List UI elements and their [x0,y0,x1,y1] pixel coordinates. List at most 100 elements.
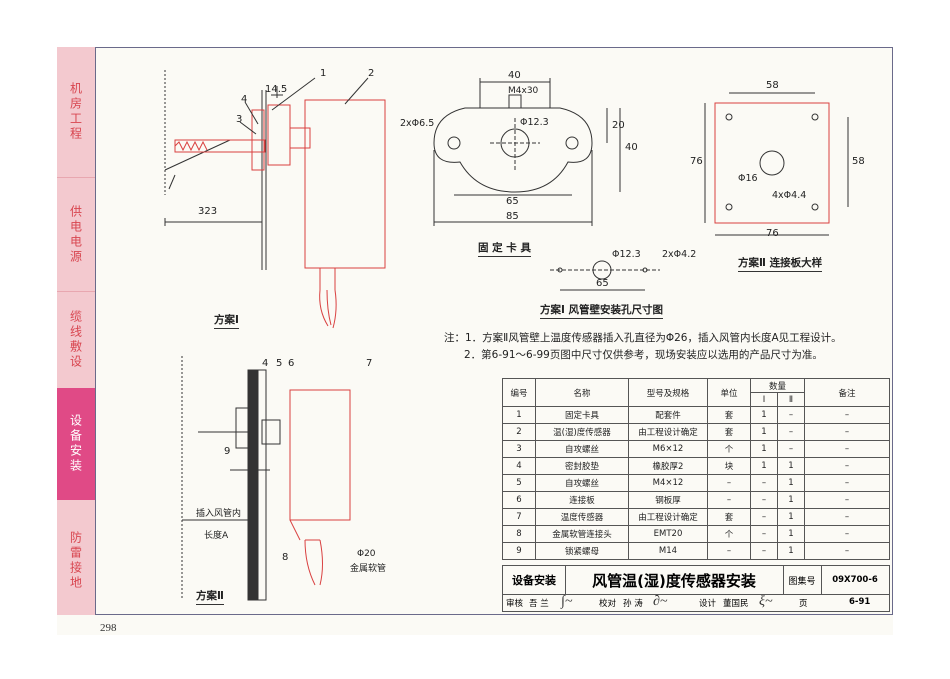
fixing-clamp-drawing [433,78,621,226]
cell-name: 连接板 [535,491,629,509]
cell-remark: – [804,423,890,441]
cell-remark: – [804,542,890,560]
header-remark: 备注 [804,378,890,407]
sidebar-item-cabling[interactable]: 缆线敷设 [57,292,95,387]
cell-model: 橡胶厚2 [628,457,708,475]
cell-q1: 1 [750,440,778,458]
design-label: 设计 [699,599,717,609]
cell-name: 温(湿)度传感器 [535,423,629,441]
cell-remark: – [804,440,890,458]
cell-unit: 个 [707,440,751,458]
page-label: 页 [799,599,808,609]
sidebar-item-equipment[interactable]: 设备安装 [57,388,95,500]
header-qty: 数量 [750,378,805,393]
dim-323: 323 [198,206,218,217]
cell-model: 由工程设计确定 [628,423,708,441]
cell-q1: – [750,542,778,560]
callout-s2-8: 8 [282,552,289,563]
insert-label-line1: 插入风管内 [196,509,242,519]
clamp-thread: M4x30 [508,86,539,96]
cell-q2: – [777,423,805,441]
scheme-2-caption: 方案Ⅱ [196,588,224,605]
hole-width: 65 [596,278,609,289]
section-sidebar: 机房工程 供电电源 缆线敷设 设备安装 防雷接地 [57,47,95,615]
cell-no: 3 [502,440,536,458]
callout-2: 2 [368,68,375,79]
cell-unit: 套 [707,423,751,441]
sidebar-item-machine-room[interactable]: 机房工程 [57,47,95,177]
cell-no: 8 [502,525,536,543]
signature-row: 审核 吾 兰 ∫~ 校对 孙 涛 ∂~ 设计 董国民 ξ~ 页 6-91 [502,594,890,612]
cell-q2: 1 [777,457,805,475]
sidebar-item-label: 防雷接地 [68,531,83,591]
title-block: 设备安装 风管温(湿)度传感器安装 图集号 09X700-6 审核 吾 兰 ∫~… [502,565,890,613]
callout-1: 1 [320,68,327,79]
callout-s2-5: 5 [276,358,283,369]
sidebar-item-label: 缆线敷设 [68,309,83,370]
clamp-dim-h2: 40 [625,142,638,153]
cell-q2: 1 [777,491,805,509]
cell-q1: – [750,474,778,492]
clamp-dim-top: 40 [508,70,521,81]
sidebar-divider [57,291,95,292]
conduit-dia: Φ20 [357,549,376,559]
clamp-holes: 2xΦ6.5 [400,118,435,129]
cell-unit: 个 [707,525,751,543]
header-q2: Ⅱ [777,392,805,407]
clamp-dim-h1: 20 [612,120,625,131]
clamp-center-dia: Φ12.3 [520,117,549,128]
scheme-1-caption: 方案Ⅰ [214,312,239,329]
sheet-page: 6-91 [849,597,871,607]
title-main: 风管温(湿)度传感器安装 [565,566,784,594]
checker-signature-icon: ∂~ [653,594,668,609]
callout-s2-9: 9 [224,446,231,457]
title-row: 设备安装 风管温(湿)度传感器安装 图集号 09X700-6 [502,565,890,595]
reviewer-signature-icon: ∫~ [561,594,573,609]
cell-model: M14 [628,542,708,560]
cell-model: M4×12 [628,474,708,492]
cell-model: 钢板厚 [628,491,708,509]
cell-name: 锁紧螺母 [535,542,629,560]
cell-remark: – [804,457,890,475]
cell-q2: – [777,406,805,424]
atlas-label: 图集号 [783,566,822,594]
cell-q2: 1 [777,542,805,560]
plate-dim-left: 76 [690,156,703,167]
drawing-frame [95,47,893,615]
cell-remark: – [804,491,890,509]
cell-remark: – [804,406,890,424]
cell-q1: 1 [750,406,778,424]
cell-no: 1 [502,406,536,424]
designer-name: 董国民 [723,599,749,609]
sidebar-item-power[interactable]: 供电电源 [57,178,95,291]
cell-no: 9 [502,542,536,560]
clamp-dim-w1: 65 [506,196,519,207]
title-section: 设备安装 [503,566,566,594]
dim-14-5: 14.5 [265,84,288,95]
cell-name: 自攻螺丝 [535,474,629,492]
header-model: 型号及规格 [628,378,708,407]
conduit-label: 金属软管 [350,564,387,574]
cell-name: 密封胶垫 [535,457,629,475]
cell-no: 5 [502,474,536,492]
cell-model: 配套件 [628,406,708,424]
cell-q2: 1 [777,525,805,543]
cell-unit: – [707,542,751,560]
callout-s2-4: 4 [262,358,269,369]
callout-4: 4 [241,94,248,105]
cell-name: 自攻螺丝 [535,440,629,458]
atlas-number: 09X700-6 [832,575,878,585]
cell-unit: – [707,474,751,492]
cell-q1: – [750,491,778,509]
connection-plate-drawing [704,92,849,236]
cell-name: 温度传感器 [535,508,629,526]
review-label: 审核 [506,599,524,609]
sidebar-item-lightning[interactable]: 防雷接地 [57,507,95,615]
header-q1: Ⅰ [750,392,778,407]
callout-3: 3 [236,114,243,125]
header-no: 编号 [502,378,536,407]
cell-q2: 1 [777,508,805,526]
